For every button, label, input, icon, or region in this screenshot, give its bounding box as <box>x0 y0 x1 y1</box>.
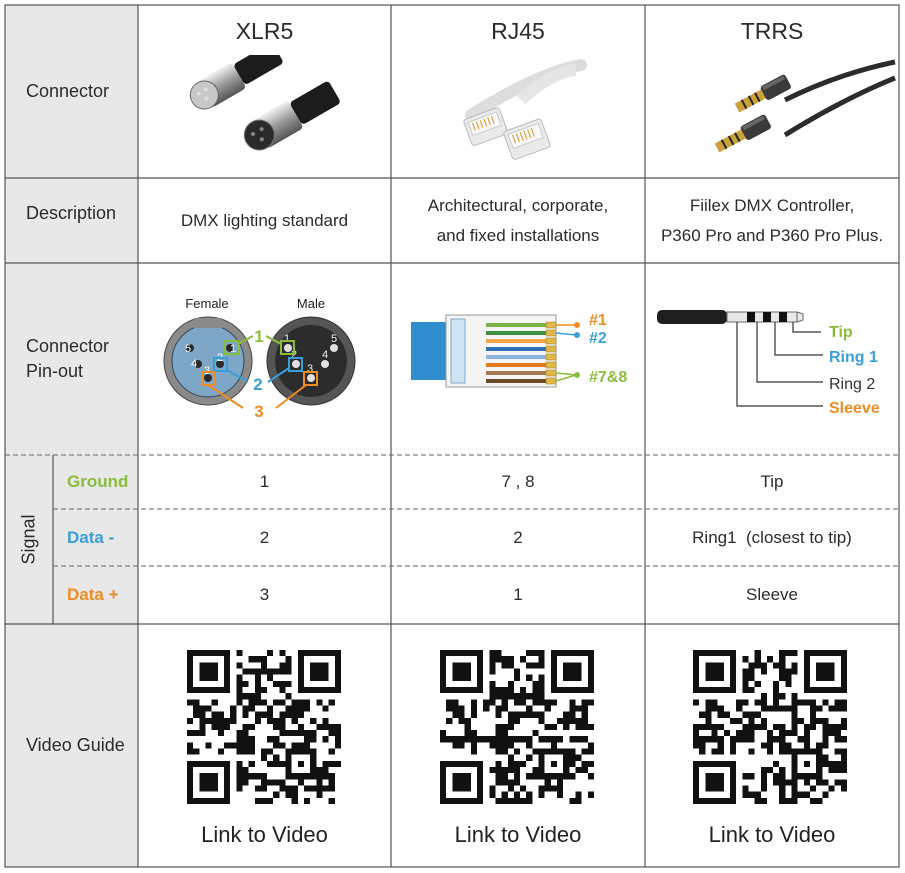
column-title-trrs: TRRS <box>740 18 804 44</box>
xlr-male-label: Male <box>297 296 325 311</box>
xlr-female-pin-4: 4 <box>191 358 197 370</box>
ground-rj45: 7 , 8 <box>501 472 535 491</box>
xlr-female-pin-1: 1 <box>230 343 236 355</box>
signal-label-ground: Ground <box>67 472 129 491</box>
qr-code-xlr5[interactable] <box>187 650 341 804</box>
trrs-callout-tip: Tip <box>829 324 853 341</box>
rj45-callout-7-8: #7&8 <box>589 369 627 386</box>
xlr5-connector-image <box>189 55 340 151</box>
video-link-xlr5[interactable]: Link to Video <box>201 822 328 847</box>
xlr-male-pin-1: 1 <box>284 333 290 345</box>
trrs-callout-sleeve: Sleeve <box>829 400 880 417</box>
xlr-male-pin-5: 5 <box>331 333 337 345</box>
data-minus-xlr5: 2 <box>259 527 270 547</box>
data-plus-trrs: Sleeve <box>746 585 798 604</box>
row-label-signal: Signal <box>18 514 39 565</box>
signal-sublabel-bg <box>53 455 138 624</box>
signal-label-data-plus: Data + <box>67 585 119 604</box>
xlr-female-label: Female <box>185 296 228 311</box>
data-minus-trrs: Ring1 (closest to tip) <box>692 527 852 547</box>
description-xlr5: DMX lighting standard <box>180 210 349 230</box>
xlr-callout-2: 2 <box>253 375 262 394</box>
column-title-rj45: RJ45 <box>491 18 545 44</box>
data-minus-rj45: 2 <box>513 527 523 547</box>
trrs-pinout-diagram: Tip Ring 1 Ring 2 Sleeve <box>657 310 880 417</box>
row-label-description: Description <box>26 202 117 223</box>
xlr-male-pin-4: 4 <box>322 349 328 361</box>
label-column-bg <box>5 5 138 867</box>
rj45-pinout-diagram: #1 #2 #7&8 <box>411 312 627 388</box>
xlr-male-pin-3: 3 <box>307 363 313 375</box>
description-rj45: Architectural, corporate,and fixed insta… <box>427 195 609 245</box>
row-label-connector: Connector <box>26 81 110 101</box>
trrs-callout-ring2: Ring 2 <box>829 376 875 393</box>
xlr-callout-1: 1 <box>254 327 263 346</box>
row-label-pinout: Connector Pin-out <box>26 336 110 381</box>
rj45-callout-2: #2 <box>589 330 607 347</box>
rj45-connector-image <box>463 59 587 160</box>
column-title-xlr5: XLR5 <box>235 18 294 44</box>
ground-xlr5: 1 <box>259 472 270 491</box>
xlr-female-pin-5: 5 <box>185 343 191 355</box>
rj45-callout-1: #1 <box>589 312 607 329</box>
data-plus-xlr5: 3 <box>259 585 270 604</box>
trrs-connector-image <box>714 59 896 153</box>
xlr5-pinout-diagram: Female Male 5 4 3 2 1 1 2 3 4 5 1 2 3 <box>163 296 356 421</box>
signal-label-data-minus: Data - <box>67 527 115 547</box>
video-link-trrs[interactable]: Link to Video <box>708 822 836 847</box>
data-plus-rj45: 1 <box>513 585 523 604</box>
qr-code-rj45[interactable] <box>440 650 594 804</box>
trrs-callout-ring1: Ring 1 <box>829 349 878 366</box>
ground-trrs: Tip <box>760 472 784 491</box>
description-trrs: Fiilex DMX Controller,P360 Pro and P360 … <box>660 195 884 245</box>
qr-code-trrs[interactable] <box>693 650 847 804</box>
video-link-rj45[interactable]: Link to Video <box>454 822 582 847</box>
row-label-video-guide: Video Guide <box>26 735 125 755</box>
xlr-callout-3: 3 <box>254 402 263 421</box>
